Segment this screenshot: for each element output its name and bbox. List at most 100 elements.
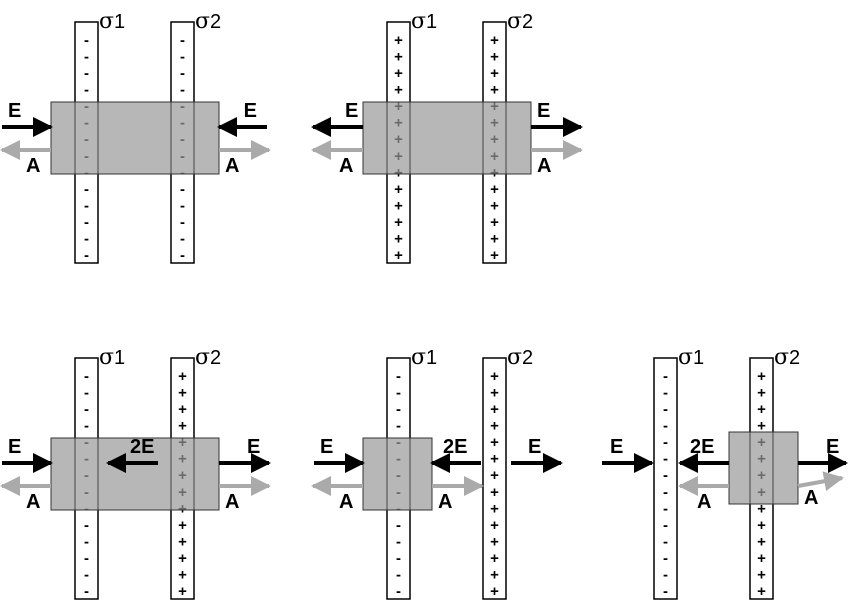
sigma-label: σ1 [411, 345, 437, 370]
charge-plus: + [757, 368, 766, 385]
field-label: E [528, 436, 541, 458]
charge-minus: - [84, 214, 89, 231]
sigma-index: 2 [789, 347, 800, 369]
charge-minus: - [663, 500, 668, 517]
charge-minus: - [180, 82, 185, 99]
charge-minus: - [180, 230, 185, 247]
charge-minus: - [663, 583, 668, 600]
charge-minus: - [84, 550, 89, 567]
charge-minus: - [180, 32, 185, 49]
double-field-label: 2E [690, 436, 714, 458]
sigma-index: 1 [693, 347, 704, 369]
charge-minus: - [84, 517, 89, 534]
charge-minus: - [663, 533, 668, 550]
charge-minus: - [396, 418, 401, 435]
area-label: A [804, 487, 818, 509]
charge-plus: + [490, 583, 499, 600]
charge-minus: - [84, 82, 89, 99]
charge-minus: - [396, 583, 401, 600]
plate-sigma-1: --------------σ1 [653, 345, 704, 600]
plate-body [653, 357, 678, 600]
charge-minus: - [84, 49, 89, 66]
area-label: A [225, 491, 239, 513]
charge-plus: + [490, 49, 499, 66]
charge-minus: - [180, 214, 185, 231]
plate-sigma-2: ++++++++++++++σ2 [482, 345, 533, 600]
sigma-label: σ1 [99, 9, 125, 34]
field-label: E [345, 100, 358, 122]
area-label: A [26, 491, 40, 513]
charge-minus: - [180, 65, 185, 82]
sigma-label: σ2 [507, 9, 533, 34]
charge-minus: - [84, 401, 89, 418]
charge-minus: - [663, 385, 668, 402]
charge-plus: + [490, 500, 499, 517]
charge-minus: - [84, 533, 89, 550]
charge-plus: + [490, 181, 499, 198]
charge-minus: - [396, 566, 401, 583]
gaussian-surface [50, 101, 220, 175]
charge-minus: - [663, 368, 668, 385]
charge-plus: + [757, 533, 766, 550]
charge-plus: + [394, 230, 403, 247]
charge-plus: + [490, 32, 499, 49]
charge-minus: - [396, 517, 401, 534]
charge-minus: - [663, 550, 668, 567]
charge-plus: + [490, 451, 499, 468]
charge-minus: - [84, 418, 89, 435]
charge-minus: - [180, 247, 185, 264]
charge-plus: + [757, 385, 766, 402]
charge-plus: + [178, 368, 187, 385]
charge-minus: - [663, 467, 668, 484]
charge-plus: + [490, 401, 499, 418]
charge-minus: - [180, 181, 185, 198]
charge-plus: + [178, 566, 187, 583]
sigma-index: 1 [426, 11, 437, 33]
charge-plus: + [490, 566, 499, 583]
sigma-label: σ1 [678, 345, 704, 370]
sigma-label: σ2 [507, 345, 533, 370]
charge-plus: + [757, 550, 766, 567]
charge-plus: + [490, 230, 499, 247]
charge-plus: + [490, 484, 499, 501]
field-label: E [320, 436, 333, 458]
area-label: A [339, 155, 353, 177]
charge-plus: + [490, 434, 499, 451]
charge-plus: + [394, 197, 403, 214]
charge-plus: + [490, 418, 499, 435]
charge-plus: + [490, 467, 499, 484]
charge-plus: + [757, 566, 766, 583]
charge-minus: - [663, 517, 668, 534]
field-label: E [537, 100, 550, 122]
charge-plus: + [394, 82, 403, 99]
charge-minus: - [396, 533, 401, 550]
charge-plus: + [178, 583, 187, 600]
sigma-index: 1 [114, 11, 125, 33]
charge-minus: - [84, 247, 89, 264]
area-label: A [26, 155, 40, 177]
charge-minus: - [180, 49, 185, 66]
charge-plus: + [490, 550, 499, 567]
charge-minus: - [663, 566, 668, 583]
charge-minus: - [180, 197, 185, 214]
charge-plus: + [490, 385, 499, 402]
sigma-index: 2 [210, 347, 221, 369]
field-label: E [8, 100, 21, 122]
double-field-label: 2E [130, 436, 154, 458]
field-label: E [826, 436, 839, 458]
charge-minus: - [84, 32, 89, 49]
charge-minus: - [84, 583, 89, 600]
charge-minus: - [663, 484, 668, 501]
charge-plus: + [490, 65, 499, 82]
charge-plus: + [178, 401, 187, 418]
charge-plus: + [490, 517, 499, 534]
charge-minus: - [84, 230, 89, 247]
charge-plus: + [490, 214, 499, 231]
gaussian-surface [728, 431, 799, 505]
